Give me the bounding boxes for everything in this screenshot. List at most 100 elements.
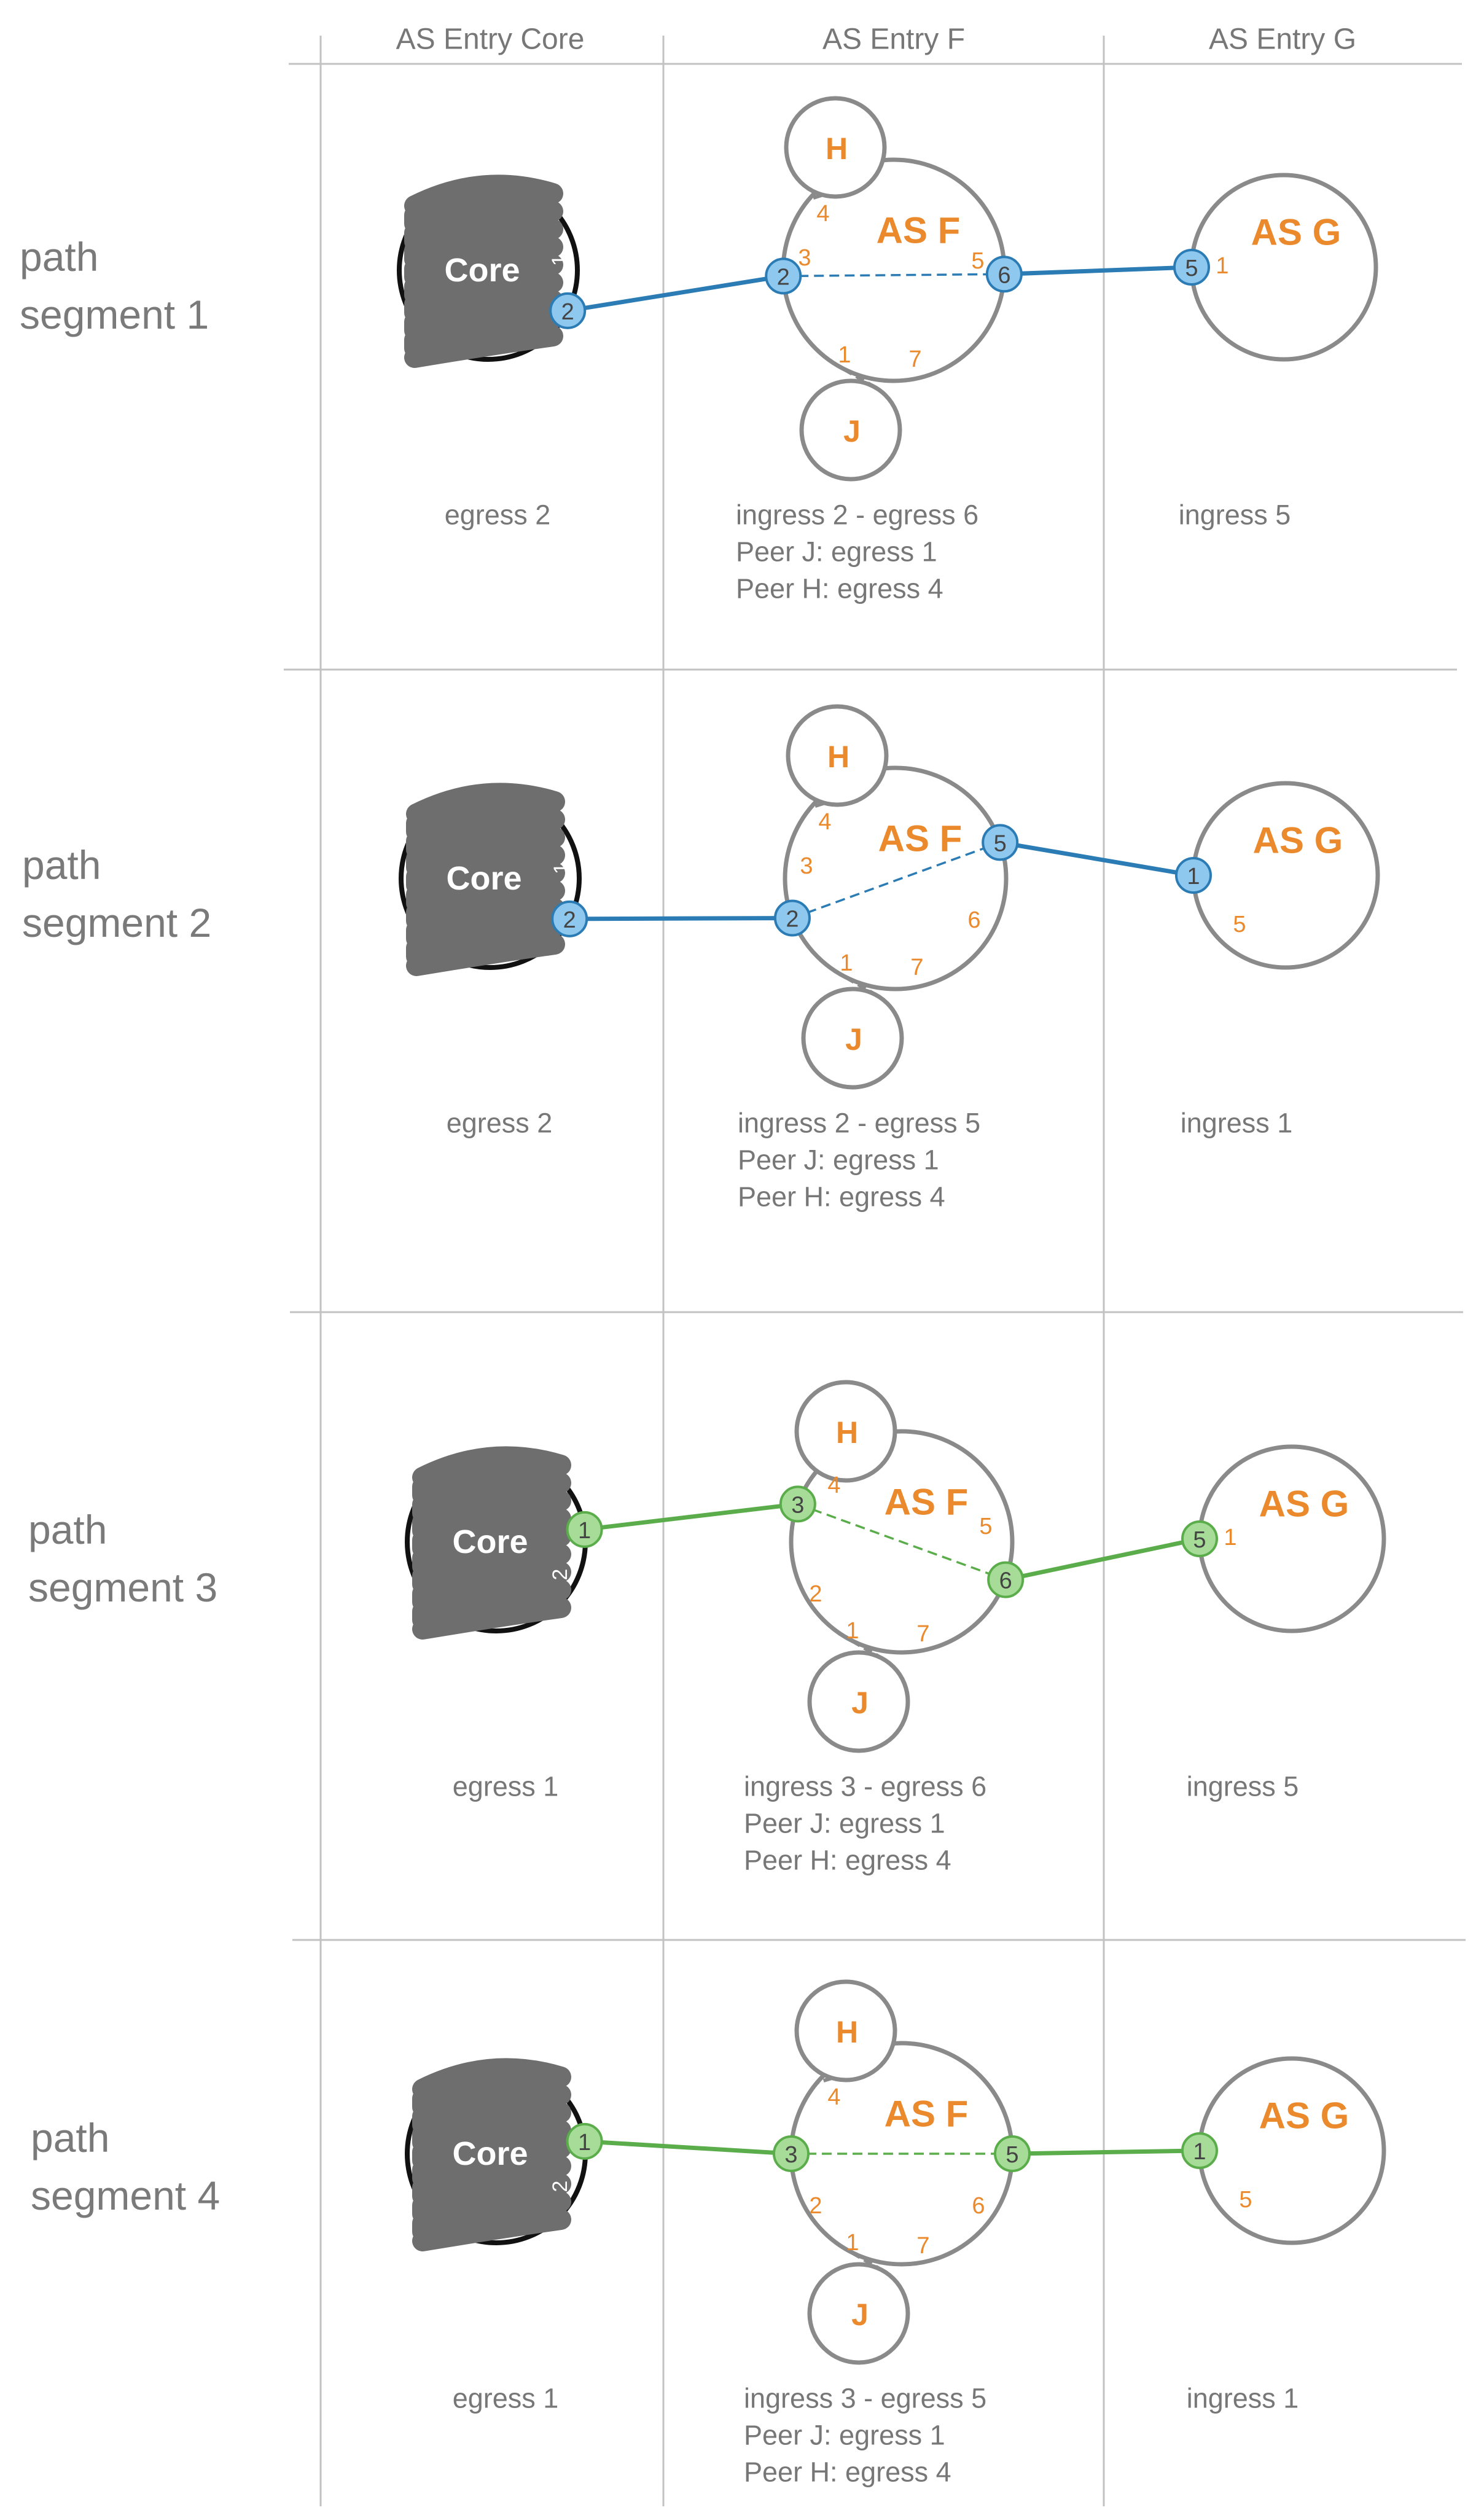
as-f-egress-badge-dot (985, 256, 1023, 293)
as-g-circle (1197, 2056, 1386, 2245)
as-f-caption-line-2: Peer J: egress 1 (736, 536, 937, 568)
as-f-egress-badge-number: 5 (994, 831, 1007, 856)
path-link-inside-f (783, 273, 1004, 278)
as-f-interface-number-3: 5 (979, 1514, 992, 1539)
as-f-caption-line-3: Peer H: egress 4 (736, 573, 943, 604)
path-link-core-to-f (584, 1501, 799, 1532)
core-egress-badge-number: 1 (578, 2130, 591, 2156)
as-f-interface-number-5: 7 (910, 955, 923, 980)
core-caption: egress 1 (453, 1771, 559, 1802)
peer-j-circle (799, 378, 902, 482)
as-f-ingress-badge-dot (773, 2135, 810, 2172)
as-f-interface-number-2: 2 (809, 2193, 822, 2219)
as-g-ingress-badge-number: 1 (1193, 2139, 1206, 2165)
as-g-ingress-badge: 1 (1181, 2132, 1218, 2169)
peer-h-label: H (826, 131, 848, 166)
core-egress-badge: 2 (549, 292, 587, 329)
as-g-ingress-badge: 5 (1181, 1520, 1218, 1557)
core-as: Core 1 (397, 174, 580, 368)
as-f-caption-line-2: Peer J: egress 1 (744, 1808, 945, 1839)
segment-label-line2: segment 3 (28, 1565, 217, 1610)
as-g-interface-number: 5 (1233, 912, 1246, 937)
path-link-f-to-g (1005, 1536, 1200, 1582)
core-scribble (412, 1446, 571, 1640)
peer-h-circle (794, 1380, 897, 1483)
path-link-f-to-g (1004, 265, 1192, 276)
as-g-ingress-badge-dot (1181, 2132, 1218, 2169)
peer-j-circle (807, 2262, 910, 2365)
as-f-label: AS F (877, 210, 961, 251)
as-g-caption: ingress 5 (1179, 499, 1291, 531)
as-f-interface-number-4: 1 (838, 342, 851, 368)
as-f-caption-line-1: ingress 3 - egress 5 (744, 2383, 986, 2414)
as-g-label: AS G (1259, 1484, 1349, 1525)
as-f-interface-number-3: 6 (967, 907, 980, 933)
peer-j-circle (801, 987, 904, 1090)
as-f-label: AS F (885, 2094, 969, 2135)
column-header-2: AS Entry F (822, 23, 965, 56)
as-f-interface-number-2: 3 (800, 853, 813, 879)
as-g-ingress-badge-dot (1175, 857, 1212, 894)
as-f-ingress-badge-number: 3 (791, 1492, 804, 1518)
peer-h-circle (794, 1979, 897, 2082)
as-f-ingress-badge: 2 (765, 257, 802, 295)
core-label: Core (444, 252, 520, 289)
core-other-interface: 2 (549, 2181, 572, 2192)
as-g-caption: ingress 5 (1187, 1771, 1299, 1802)
path-link-f-to-g (1012, 2148, 1200, 2156)
as-f-ingress-badge: 3 (779, 1485, 816, 1523)
as-f-egress-badge-number: 6 (998, 262, 1010, 288)
as-f-circle (783, 765, 1009, 991)
as-f-interface-number-3: 6 (972, 2193, 985, 2219)
peer-j-label: J (845, 1022, 862, 1057)
as-f-caption-line-2: Peer J: egress 1 (738, 1144, 939, 1176)
as-f-interface-number-1: 4 (818, 809, 831, 835)
as-f-ingress-badge-dot (779, 1485, 816, 1523)
core-egress-badge-dot (566, 2122, 603, 2160)
as-f-egress-badge-dot (987, 1561, 1025, 1598)
core-egress-badge-dot (551, 900, 588, 937)
segment-label-line1: path (31, 2115, 109, 2160)
peer-j-label: J (843, 414, 861, 448)
peer-j-circle (807, 1650, 910, 1753)
column-header-3: AS Entry G (1209, 23, 1356, 56)
core-egress-badge-dot (549, 292, 587, 329)
as-g-label: AS G (1259, 2095, 1349, 2137)
as-f-ingress-badge: 2 (773, 899, 811, 937)
core-egress-badge: 2 (551, 900, 588, 937)
as-f-egress-badge-number: 5 (1006, 2142, 1018, 2168)
segment-label-line1: path (20, 234, 98, 280)
as-f-caption-line-1: ingress 2 - egress 5 (738, 1108, 980, 1139)
as-g-ingress-badge-number: 5 (1193, 1527, 1206, 1553)
as-f-caption-line-3: Peer H: egress 4 (744, 1845, 951, 1876)
as-f-interface-number-5: 7 (916, 1621, 929, 1647)
as-f-egress-badge-dot (994, 2135, 1031, 2172)
as-f-interface-number-4: 1 (840, 950, 853, 976)
as-f-interface-number-3: 5 (971, 248, 984, 274)
path-link-core-to-f (584, 2139, 792, 2156)
as-f-interface-number-5: 7 (908, 346, 921, 372)
as-g-ingress-badge: 1 (1175, 857, 1212, 894)
as-g-label: AS G (1253, 820, 1343, 861)
as-f-egress-badge: 6 (987, 1561, 1025, 1598)
as-f-label: AS F (878, 818, 963, 859)
as-f-interface-number-1: 4 (816, 201, 829, 227)
peer-h-label: H (836, 2015, 858, 2049)
as-f-ingress-badge: 3 (773, 2135, 810, 2172)
core-scribble (412, 2058, 571, 2251)
as-g-label: AS G (1251, 212, 1341, 253)
core-caption: egress 2 (445, 499, 551, 531)
core-egress-badge-dot (566, 1511, 603, 1548)
segment-label-line2: segment 1 (20, 292, 209, 337)
as-g-interface-number: 1 (1216, 253, 1228, 279)
peer-h-label: H (836, 1415, 858, 1450)
as-g-ingress-badge: 5 (1173, 249, 1210, 286)
core-other-interface: 1 (548, 254, 571, 266)
core-egress-badge: 1 (566, 2122, 603, 2160)
grid-lines (284, 36, 1466, 2506)
